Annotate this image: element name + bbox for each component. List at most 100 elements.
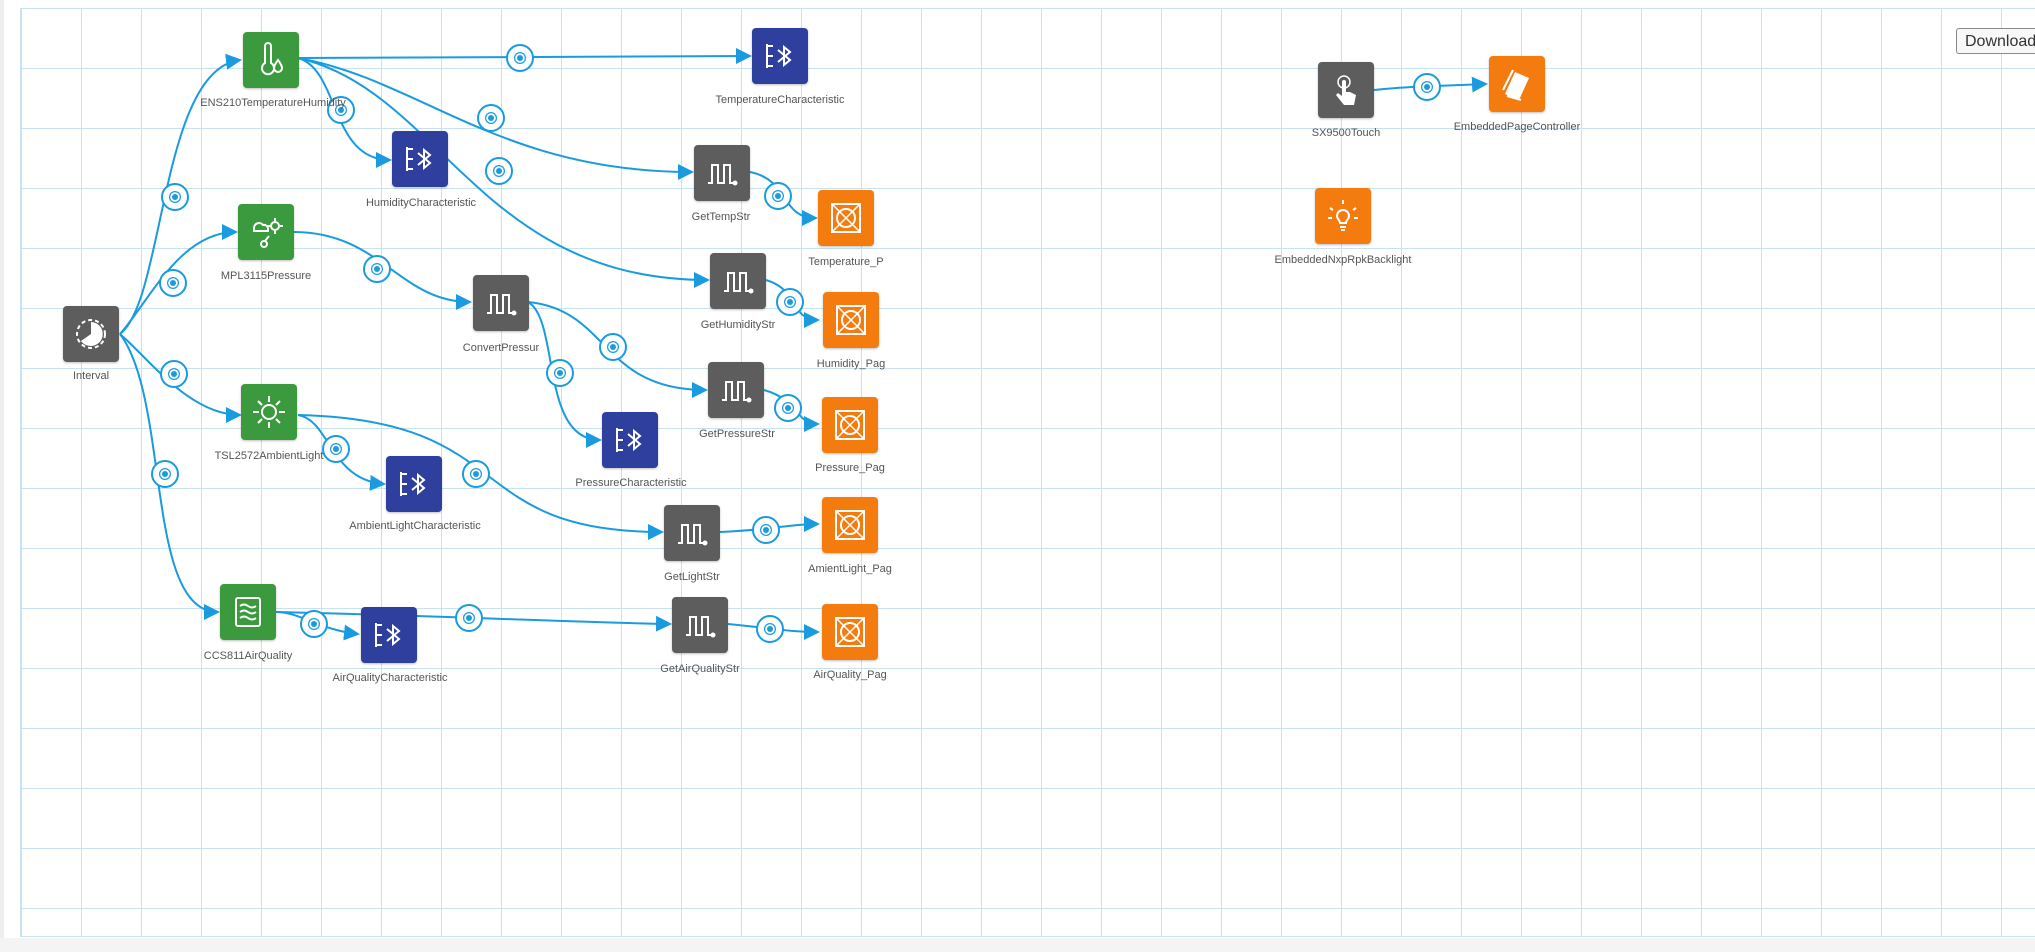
- sun-icon: [253, 396, 285, 428]
- node-embedded-page-controller[interactable]: [1489, 56, 1545, 112]
- page-icon: [836, 305, 866, 335]
- pressure-sensor-icon: [253, 218, 283, 248]
- wire-ens210-gettemp: [297, 57, 694, 180]
- node-convert-pressure[interactable]: [473, 275, 529, 331]
- node-ambientlight-characteristic[interactable]: [386, 456, 442, 512]
- thermometer-icon: [261, 42, 284, 76]
- air-quality-icon: [235, 597, 261, 627]
- node-label: GetLightStr: [664, 571, 720, 583]
- bluetooth-icon: [766, 44, 792, 68]
- node-label: Temperature_P: [808, 256, 884, 268]
- node-label: Humidity_Pag: [816, 358, 886, 370]
- node-humidity-page[interactable]: [823, 292, 879, 348]
- node-label: AmientLight_Pag: [808, 563, 892, 575]
- node-label: TSL2572AmbientLight: [214, 450, 324, 462]
- node-embedded-backlight[interactable]: [1315, 188, 1371, 244]
- connector-gear[interactable]: [462, 460, 490, 488]
- node-label: SX9500Touch: [1311, 127, 1381, 139]
- timer-icon: [76, 319, 106, 349]
- connector-gear[interactable]: [455, 604, 483, 632]
- connector-gear[interactable]: [764, 182, 792, 210]
- wire-ccs811-getair: [275, 611, 672, 632]
- canvas-bottom-edge: [0, 938, 2035, 952]
- canvas-grid: [20, 8, 2035, 937]
- node-ambientlight-page[interactable]: [822, 497, 878, 553]
- connector-gear[interactable]: [774, 394, 802, 422]
- connector-gear[interactable]: [322, 435, 350, 463]
- connector-gear[interactable]: [160, 360, 188, 388]
- node-label: GetTempStr: [691, 211, 751, 223]
- bluetooth-icon: [400, 472, 426, 496]
- node-label: ConvertPressur: [462, 342, 540, 354]
- node-interval[interactable]: [63, 306, 119, 362]
- node-temperature-page[interactable]: [818, 190, 874, 246]
- node-label: GetHumidityStr: [700, 319, 776, 331]
- node-label: HumidityCharacteristic: [365, 197, 477, 209]
- touch-icon: [1336, 75, 1356, 105]
- node-label: TemperatureCharacteristic: [715, 94, 845, 106]
- function-icon: [487, 294, 517, 316]
- connector-gear[interactable]: [485, 157, 513, 185]
- bluetooth-icon: [375, 623, 401, 647]
- connector-gear[interactable]: [327, 96, 355, 124]
- node-label: CCS811AirQuality: [203, 650, 293, 662]
- connector-gear[interactable]: [599, 333, 627, 361]
- node-airquality-page[interactable]: [822, 604, 878, 660]
- connector-gear[interactable]: [752, 516, 780, 544]
- node-mpl3115[interactable]: [238, 204, 294, 260]
- canvas-left-edge: [0, 0, 4, 952]
- node-ens210[interactable]: [243, 32, 299, 88]
- node-label: AirQuality_Pag: [813, 669, 887, 681]
- page-icon: [835, 510, 865, 540]
- node-getairqualitystr[interactable]: [672, 597, 728, 653]
- connector-gear[interactable]: [300, 610, 328, 638]
- node-label: EmbeddedNxpRpkBacklight: [1274, 254, 1412, 266]
- node-sx9500-touch[interactable]: [1318, 62, 1374, 118]
- page-icon: [835, 410, 865, 440]
- connector-gear[interactable]: [477, 104, 505, 132]
- lightbulb-icon: [1328, 200, 1358, 231]
- bluetooth-icon: [406, 147, 432, 171]
- connector-gear[interactable]: [506, 44, 534, 72]
- node-label: Interval: [72, 370, 110, 382]
- node-pressure-page[interactable]: [822, 397, 878, 453]
- connector-gear[interactable]: [776, 288, 804, 316]
- node-gettempstr[interactable]: [694, 145, 750, 201]
- connector-gear[interactable]: [1413, 73, 1441, 101]
- node-getlightstr[interactable]: [664, 505, 720, 561]
- download-button[interactable]: Download: [1956, 28, 2035, 54]
- node-label: GetPressureStr: [699, 428, 775, 440]
- node-label: MPL3115Pressure: [220, 270, 312, 282]
- node-label: Pressure_Pag: [815, 462, 885, 474]
- node-label: AmbientLightCharacteristic: [349, 520, 481, 532]
- pages-icon: [1502, 69, 1529, 101]
- node-humidity-characteristic[interactable]: [392, 131, 448, 187]
- node-label: GetAirQualityStr: [660, 663, 740, 675]
- function-icon: [686, 616, 716, 638]
- bluetooth-icon: [616, 428, 642, 452]
- node-airquality-characteristic[interactable]: [361, 607, 417, 663]
- connector-gear[interactable]: [151, 460, 179, 488]
- node-gethumiditystr[interactable]: [710, 253, 766, 309]
- node-getpressurestr[interactable]: [708, 362, 764, 418]
- connector-gear[interactable]: [756, 615, 784, 643]
- node-label: PressureCharacteristic: [575, 477, 687, 489]
- page-icon: [835, 617, 865, 647]
- node-tsl2572[interactable]: [241, 384, 297, 440]
- node-label: EmbeddedPageController: [1453, 121, 1581, 133]
- node-label: AirQualityCharacteristic: [332, 672, 448, 684]
- connector-gear[interactable]: [363, 255, 391, 283]
- connector-gear[interactable]: [159, 269, 187, 297]
- wire-ens210-gethum: [297, 57, 710, 288]
- node-pressure-characteristic[interactable]: [602, 412, 658, 468]
- node-label: ENS210TemperatureHumidity: [200, 97, 346, 109]
- node-ccs811[interactable]: [220, 584, 276, 640]
- function-icon: [678, 524, 708, 546]
- connector-gear[interactable]: [546, 359, 574, 387]
- connector-gear[interactable]: [161, 183, 189, 211]
- node-temperature-characteristic[interactable]: [752, 28, 808, 84]
- page-icon: [831, 203, 861, 233]
- function-icon: [722, 381, 752, 403]
- wire-interval-ccs811: [119, 333, 220, 620]
